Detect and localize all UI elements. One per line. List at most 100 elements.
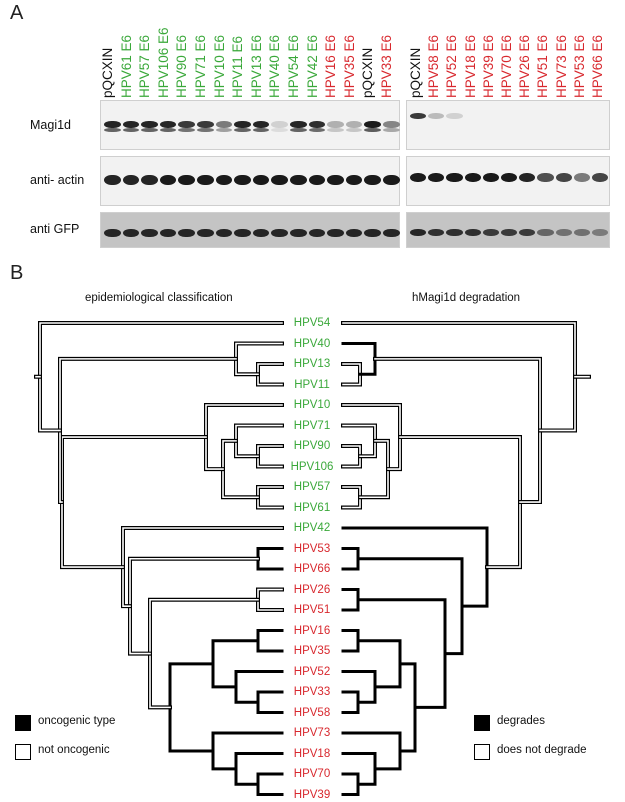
legend-degrades-label: degrades — [497, 715, 545, 727]
band — [383, 121, 400, 128]
blot-gfp-right — [406, 212, 610, 248]
band — [383, 128, 400, 132]
title-epidemiological-classification: epidemiological classification — [85, 292, 233, 304]
band — [141, 229, 158, 237]
branch-double — [38, 321, 284, 433]
band — [537, 229, 554, 236]
band — [428, 173, 445, 182]
band — [345, 229, 363, 237]
blot-magi1d-left — [100, 100, 400, 150]
blot-actin-left — [100, 156, 400, 206]
band — [215, 121, 233, 128]
band — [159, 121, 177, 128]
legend-does-not-degrade-label: does not degrade — [497, 744, 587, 756]
band — [410, 173, 427, 182]
band — [555, 173, 572, 182]
leaf-label: HPV42 — [293, 522, 331, 534]
band — [104, 229, 121, 237]
band — [428, 229, 445, 236]
band — [141, 128, 158, 132]
title-magi1d-degradation: hMagi1d degradation — [412, 292, 521, 304]
band — [592, 173, 609, 182]
band — [271, 229, 288, 237]
legend-degrades-swatch — [474, 715, 490, 731]
leaf-label: HPV39 — [293, 788, 331, 801]
band — [104, 121, 121, 128]
leaf-label: HPV54 — [293, 317, 331, 329]
branch-bold — [168, 662, 215, 753]
legend-does-not-degrade-swatch — [474, 744, 490, 760]
band — [159, 175, 177, 185]
band — [446, 229, 463, 236]
band — [234, 229, 251, 237]
leaf-label: HPV10 — [293, 399, 331, 411]
leaf-label: HPV40 — [293, 337, 331, 350]
band — [197, 175, 214, 185]
band — [446, 173, 463, 182]
leaf-label: HPV73 — [293, 727, 331, 739]
band — [197, 229, 214, 237]
band — [364, 175, 381, 185]
band — [519, 173, 536, 182]
band — [141, 175, 158, 185]
row-label-gfp: anti GFP — [30, 222, 80, 236]
branch-double-inner — [149, 598, 259, 709]
leaf-label: HPV35 — [293, 645, 331, 657]
band — [271, 175, 288, 185]
band — [555, 229, 572, 236]
leaf-label: HPV18 — [293, 747, 331, 760]
band — [327, 175, 344, 185]
band — [271, 121, 288, 128]
band — [573, 229, 590, 236]
band — [122, 229, 140, 237]
band — [383, 175, 400, 185]
legend-oncogenic-label: oncogenic type — [38, 715, 116, 727]
band — [159, 229, 177, 237]
band — [446, 113, 463, 119]
leaf-label: HPV26 — [293, 583, 331, 596]
row-label-actin: anti- actin — [30, 173, 85, 187]
band — [234, 175, 251, 185]
band — [290, 175, 307, 185]
band — [482, 173, 499, 182]
band — [410, 229, 427, 236]
branch-double — [148, 597, 260, 710]
band — [308, 121, 326, 128]
band — [252, 121, 270, 128]
band — [501, 229, 518, 236]
band — [104, 128, 121, 132]
leaf-label: HPV61 — [293, 501, 331, 514]
band — [104, 175, 121, 185]
branch-double — [398, 435, 522, 570]
leaf-label: HPV16 — [293, 624, 331, 637]
leaf-label: HPV52 — [293, 665, 331, 678]
blot-actin-right — [406, 156, 610, 206]
legend-oncogenic-swatch — [15, 715, 31, 731]
band — [178, 121, 195, 128]
leaf-label: HPV58 — [293, 706, 331, 719]
leaf-label: HPV11 — [294, 378, 330, 391]
band — [141, 121, 158, 128]
leaf-label: HPV71 — [293, 419, 331, 432]
legend-not-oncogenic-swatch — [15, 744, 31, 760]
band — [345, 121, 363, 128]
band — [290, 121, 307, 128]
band — [501, 173, 518, 182]
band — [345, 175, 363, 185]
band — [271, 128, 288, 132]
legend-not-oncogenic-label: not oncogenic — [38, 744, 110, 756]
leaf-label: HPV53 — [293, 542, 331, 555]
branch-double-inner — [61, 436, 207, 568]
band — [364, 128, 381, 132]
band — [122, 175, 140, 185]
band — [308, 128, 326, 132]
row-label-magi1d: Magi1d — [30, 118, 71, 132]
branch-bold — [341, 526, 489, 608]
band — [482, 229, 499, 236]
band — [159, 128, 177, 132]
band — [252, 229, 270, 237]
band — [290, 128, 307, 132]
branch-double — [204, 403, 284, 472]
band — [383, 229, 400, 237]
